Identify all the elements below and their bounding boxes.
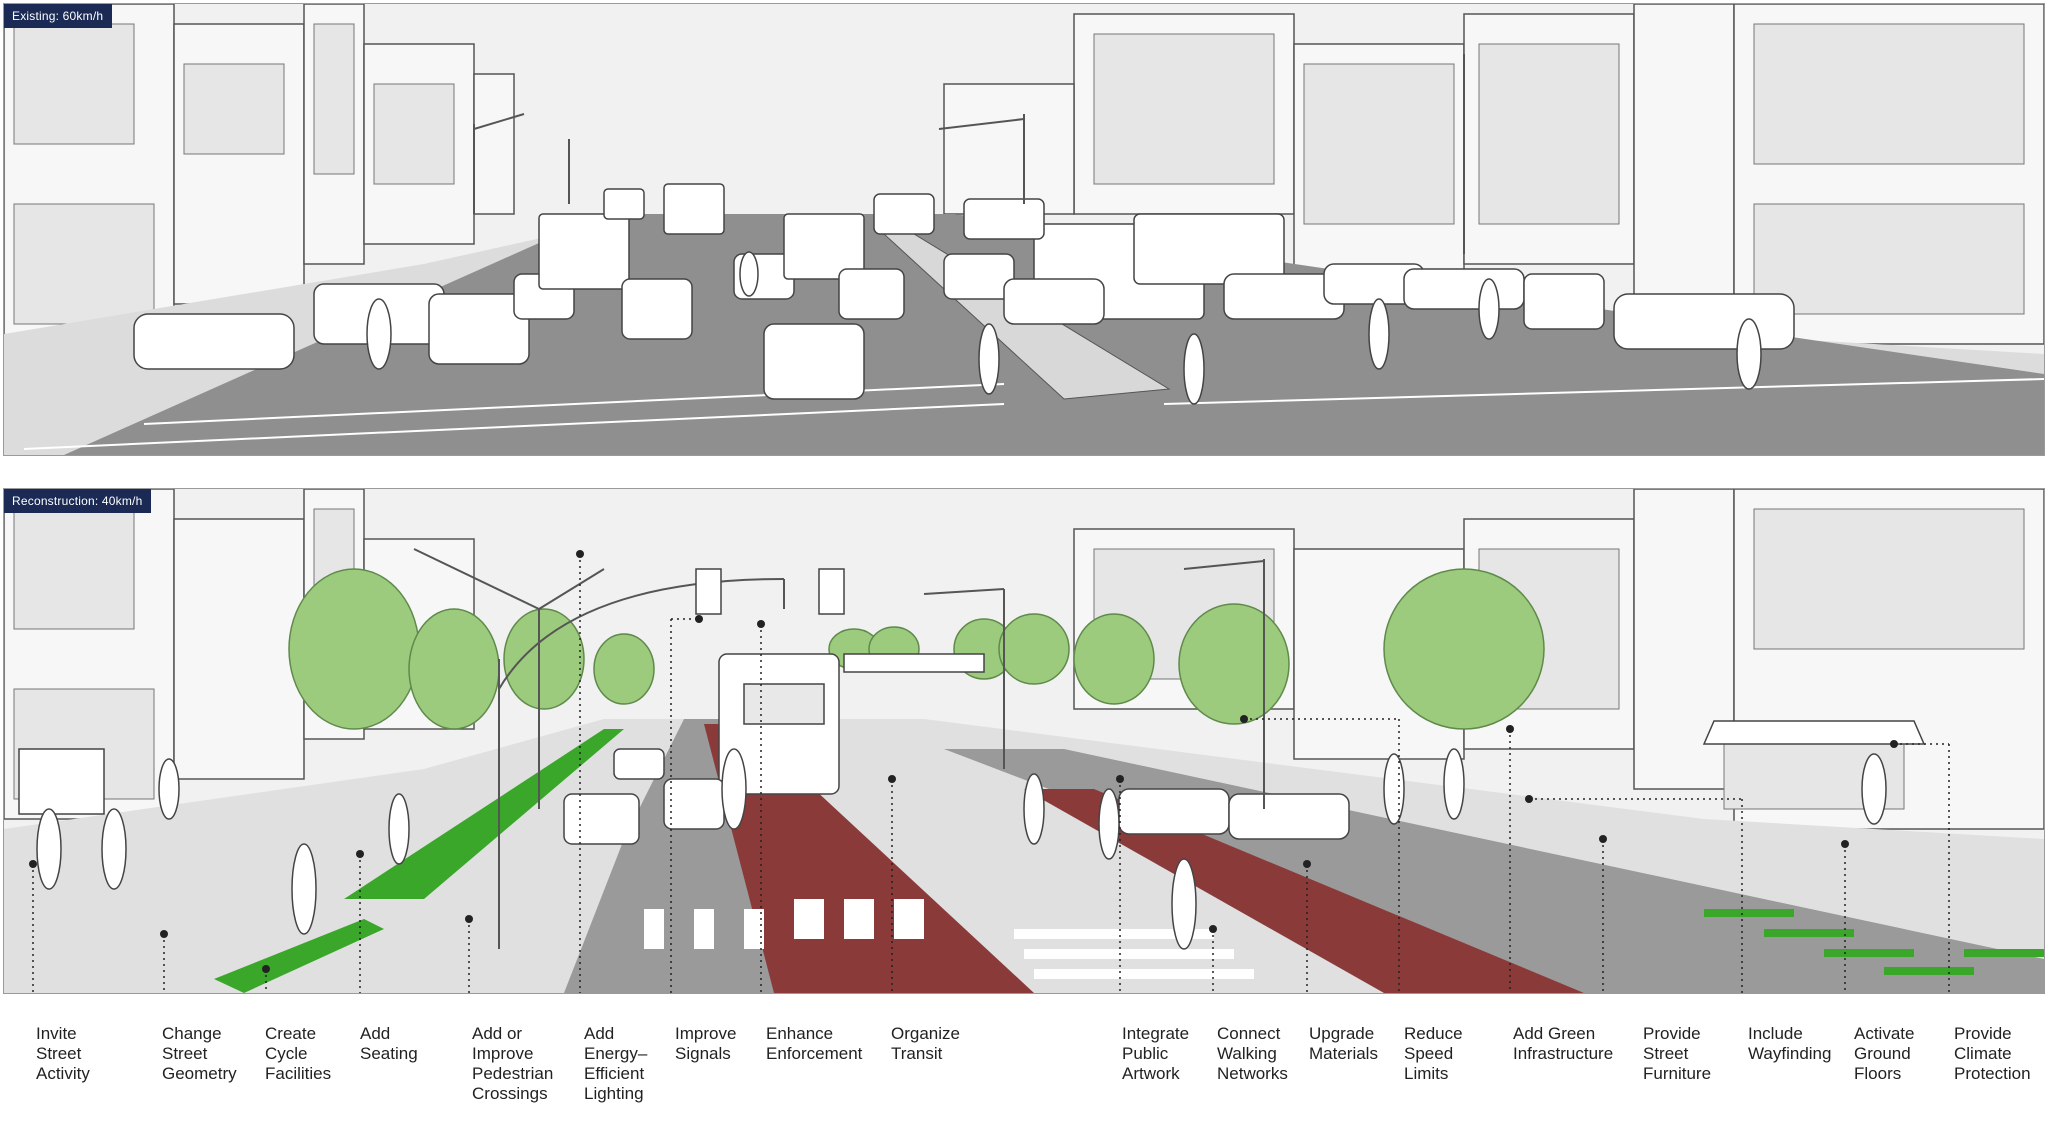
existing-speed-tag: Existing: 60km/h xyxy=(4,4,113,28)
leader-lines xyxy=(32,554,1950,993)
reconstruction-street-illustration xyxy=(4,489,2044,993)
existing-street-illustration xyxy=(4,4,2044,455)
existing-street-panel: Existing: 60km/h xyxy=(3,3,2045,456)
reconstruction-speed-tag: Reconstruction: 40km/h xyxy=(4,489,152,513)
reconstruction-street-panel: Reconstruction: 40km/h xyxy=(3,488,2045,994)
tram xyxy=(718,653,840,795)
